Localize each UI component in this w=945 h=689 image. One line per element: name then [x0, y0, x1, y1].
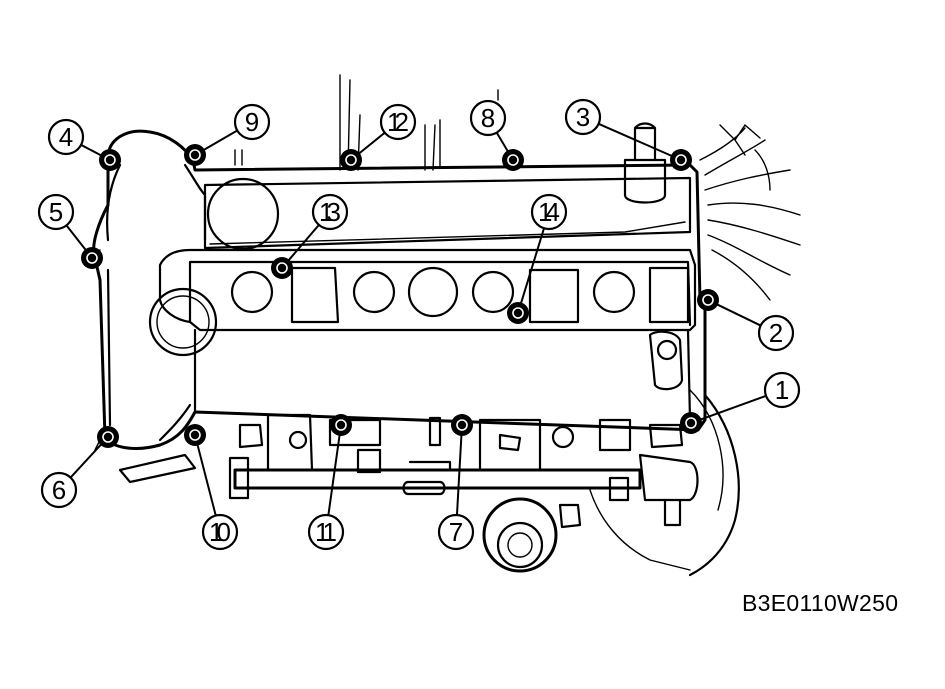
callout-14: 14: [519, 193, 568, 305]
leader-line: [65, 224, 88, 252]
leader-line: [196, 443, 217, 516]
bolt-10: [184, 424, 206, 446]
bolt-3: [670, 149, 692, 171]
callout-number: 7: [449, 517, 463, 547]
callout-circle: [37, 193, 75, 231]
callout-4: 4: [47, 118, 103, 157]
bolt-6: [97, 426, 119, 448]
bolt-7: [451, 414, 473, 436]
callout-5: 5: [37, 193, 88, 252]
callout-circle: [201, 513, 239, 551]
callout-circle: [307, 513, 345, 551]
callout-6: 6: [40, 442, 103, 509]
callout-circle: [564, 98, 602, 136]
callout-7: 7: [437, 433, 475, 551]
bolt-14: [507, 302, 529, 324]
bolt-13: [271, 257, 293, 279]
callout-11: 11: [307, 433, 345, 551]
callout-number: 8: [481, 103, 495, 133]
callout-number: 12: [387, 107, 409, 137]
callout-number: 5: [49, 197, 63, 227]
bolt-12: [340, 149, 362, 171]
bolt-9: [184, 144, 206, 166]
callout-3: 3: [564, 98, 674, 158]
leader-line: [519, 227, 545, 305]
bolt-8: [502, 149, 524, 171]
callout-2: 2: [715, 303, 795, 352]
leader-line: [202, 129, 238, 152]
leader-line: [455, 433, 463, 516]
callout-9: 9: [202, 103, 271, 152]
callout-8: 8: [469, 99, 510, 153]
callout-circle: [763, 371, 801, 409]
callout-12: 12: [357, 103, 417, 156]
callout-circle: [40, 471, 78, 509]
leader-line: [598, 122, 674, 158]
callout-number: 11: [315, 517, 337, 547]
callout-number: 9: [245, 107, 259, 137]
callout-circle: [233, 103, 271, 141]
callout-number: 2: [769, 318, 783, 348]
leader-line: [715, 303, 762, 327]
callout-1: 1: [699, 371, 801, 421]
leader-line: [699, 394, 767, 421]
leader-line: [80, 143, 103, 157]
leader-line: [69, 442, 103, 479]
callout-circle: [379, 103, 417, 141]
bolt-4: [99, 149, 121, 171]
leader-line: [495, 132, 510, 153]
bolt-2: [697, 289, 719, 311]
callout-number: 6: [52, 475, 66, 505]
callout-13: 13: [287, 193, 349, 262]
callout-circle: [437, 513, 475, 551]
bolt-5: [81, 247, 103, 269]
callout-number: 13: [319, 197, 341, 227]
callout-number: 3: [576, 102, 590, 132]
bolt-11: [330, 414, 352, 436]
callout-circle: [311, 193, 349, 231]
callout-10: 10: [196, 443, 239, 551]
engine-drawing: [91, 74, 801, 577]
bolt-markers: [81, 144, 719, 448]
leader-line: [327, 433, 341, 516]
callout-circle: [530, 193, 568, 231]
callout-circle: [469, 99, 507, 137]
callout-number: 10: [209, 517, 231, 547]
leader-line: [357, 131, 386, 156]
callout-number: 1: [775, 375, 789, 405]
leader-line: [287, 224, 320, 262]
bolt-1: [680, 412, 702, 434]
figure-code: B3E0110W250: [742, 590, 899, 616]
callout-number: 4: [59, 122, 73, 152]
callout-number: 14: [538, 197, 560, 227]
callout-circle: [757, 314, 795, 352]
callout-circle: [47, 118, 85, 156]
